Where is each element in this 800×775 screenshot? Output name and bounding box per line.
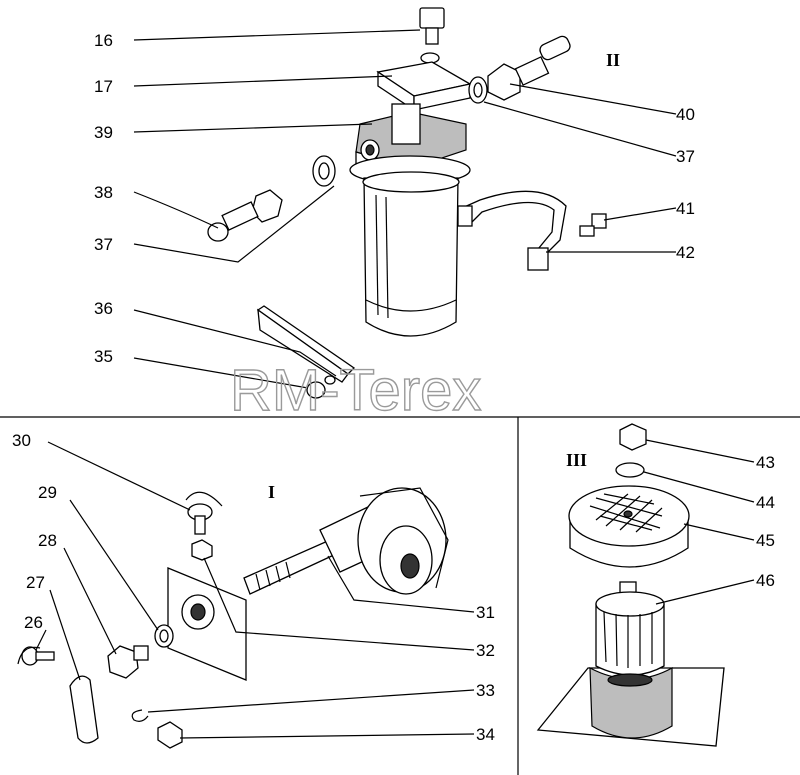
leader-lines [35,29,755,739]
callout-43: 43 [756,453,775,472]
callout-29: 29 [38,483,57,502]
callout-45: 45 [756,531,775,550]
cover-45-part [568,485,690,568]
drive-assembly [17,487,449,749]
filter-assembly [207,7,607,399]
filter-body-part [362,171,460,337]
callout-numbers: 16 17 39 38 37 36 35 40 37 41 42 30 29 2… [12,31,775,744]
watermark-text: RM-Terex [230,358,481,423]
callout-16: 16 [94,31,113,50]
washer-44-part [615,462,645,478]
nut-34-part [157,721,183,749]
filter-element-assembly [536,423,725,747]
callout-41: 41 [676,199,695,218]
washer-17-part [420,52,440,64]
washer-29-part [154,624,174,648]
section-dividers [0,416,800,775]
bushing-part [181,594,215,630]
gasket-37-left-part [312,155,336,187]
callout-35: 35 [94,347,113,366]
shaft-31-part [243,487,449,595]
callout-26: 26 [24,613,43,632]
section-label-II: II [606,50,620,70]
nut-43-part [619,423,647,451]
callout-27: 27 [26,573,45,592]
fitting-40-part [487,35,571,101]
bolt-41-part [579,213,607,237]
callout-42: 42 [676,243,695,262]
callout-46: 46 [756,571,775,590]
section-label-I: I [268,482,275,502]
ring-33-part [131,709,149,722]
callout-37-left: 37 [94,235,113,254]
bracket-36-part [256,305,356,383]
callout-40: 40 [676,105,695,124]
callout-36: 36 [94,299,113,318]
nut-32-part [191,539,213,561]
callout-37-right: 37 [676,147,695,166]
callout-17: 17 [94,77,113,96]
callout-44: 44 [756,493,775,512]
bolt-30-part [185,491,223,535]
callout-31: 31 [476,603,495,622]
callout-30: 30 [12,431,31,450]
callout-38: 38 [94,183,113,202]
callout-34: 34 [476,725,495,744]
callout-32: 32 [476,641,495,660]
bracket-39-part [376,61,472,112]
clamp-42-part [457,190,567,271]
element-46-part [536,581,725,747]
nut-35-part [306,375,336,399]
lever-27-part [69,675,99,744]
bolt-16-part [419,7,445,45]
gasket-37-right-part [468,76,488,104]
callout-39: 39 [94,123,113,142]
fitting-38-part [207,189,283,242]
callout-33: 33 [476,681,495,700]
callout-28: 28 [38,531,57,550]
section-label-III: III [566,450,587,470]
